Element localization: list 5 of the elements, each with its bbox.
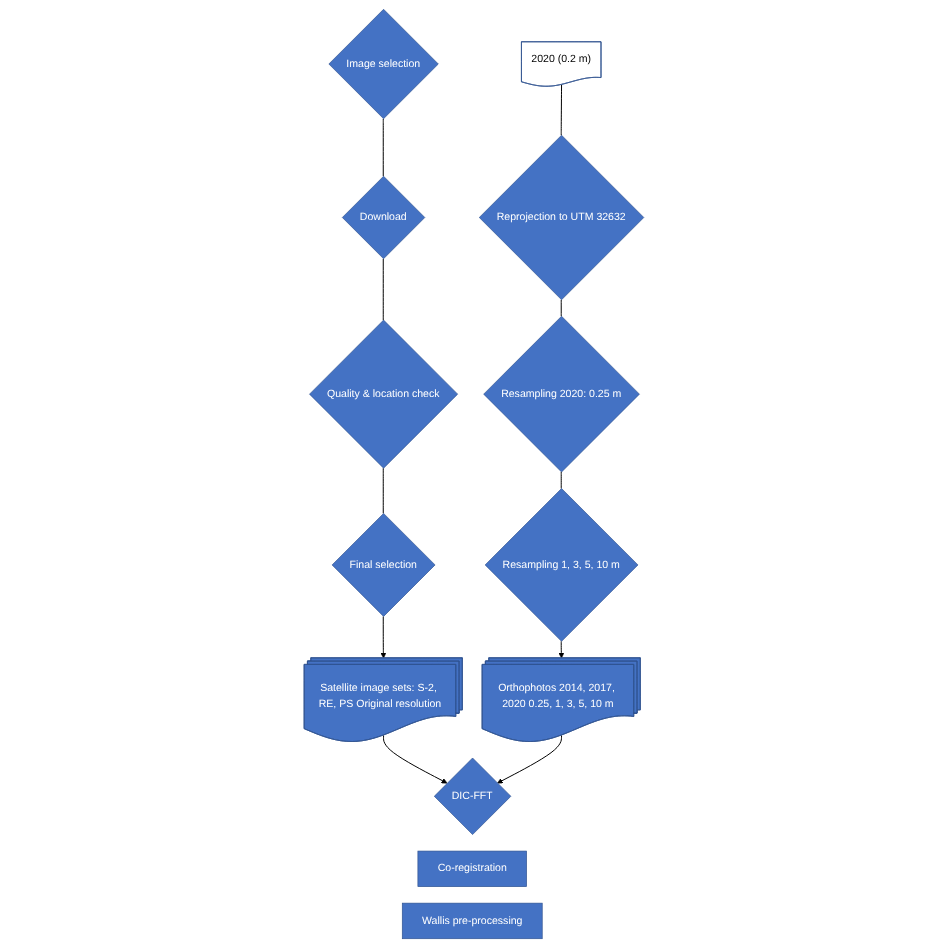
connector: [382, 467, 384, 514]
connector: [560, 84, 563, 136]
connector: [382, 118, 384, 177]
connector: [560, 471, 562, 489]
connector: [382, 258, 384, 321]
